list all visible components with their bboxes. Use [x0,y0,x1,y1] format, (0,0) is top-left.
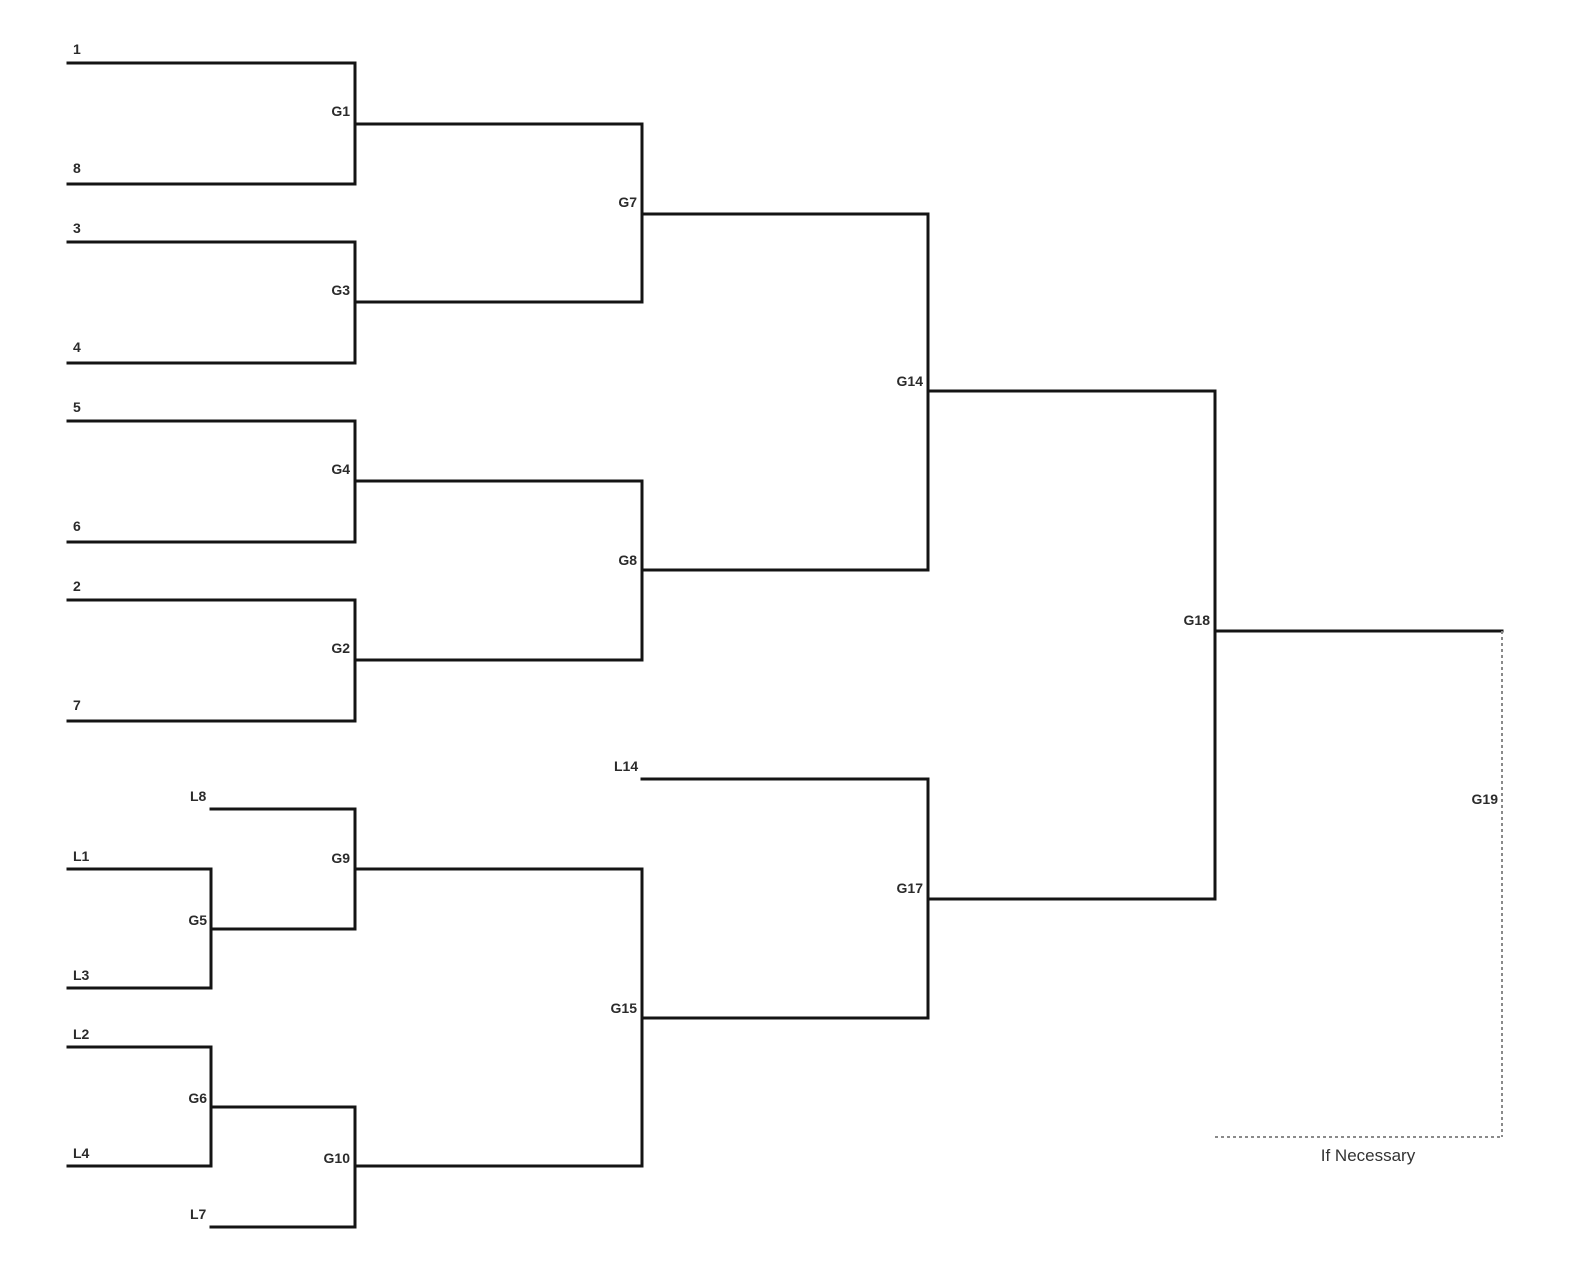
match-g6 [66,1045,213,1168]
seed-label: 7 [73,697,81,713]
game-label-g9: G9 [331,850,350,866]
game-label-g3: G3 [331,282,350,298]
game-label-g17: G17 [897,880,924,896]
game-label-g14: G14 [897,373,924,389]
match-g1 [66,61,357,186]
game-label-g8: G8 [618,552,637,568]
match-g15 [353,867,644,1168]
loser-entry-label: L4 [73,1145,90,1161]
seed-label: 6 [73,518,81,534]
loser-entry-label: L1 [73,848,90,864]
seed-label: 8 [73,160,81,176]
seed-label: 5 [73,399,81,415]
loser-entry-label: L7 [190,1206,207,1222]
game-label-g15: G15 [611,1000,638,1016]
match-g3 [66,240,357,365]
loser-entry-label: L3 [73,967,90,983]
match-g14 [640,212,930,572]
match-g8 [353,479,644,662]
loser-entry-label: L14 [614,758,638,774]
game-label-g4: G4 [331,461,350,477]
match-g2 [66,598,357,723]
seed-label: 1 [73,41,81,57]
game-label-g5: G5 [188,912,207,928]
match-g10 [209,1105,357,1229]
match-g4 [66,419,357,544]
match-g5 [66,867,213,990]
match-g9 [209,807,357,931]
seed-label: 3 [73,220,81,236]
loser-entry-label: L8 [190,788,207,804]
game-label-g18: G18 [1184,612,1211,628]
seed-label: 4 [73,339,81,355]
match-g7 [353,122,644,304]
game-label-g6: G6 [188,1090,207,1106]
game-label-g7: G7 [618,194,637,210]
match-g19-if-necessary [1215,631,1503,1138]
seed-label: 2 [73,578,81,594]
match-g17 [640,777,930,1020]
game-label-g2: G2 [331,640,350,656]
if-necessary-label: If Necessary [1321,1146,1416,1165]
game-label-g1: G1 [331,103,350,119]
match-g18 [926,389,1504,901]
game-label-g19: G19 [1472,791,1499,807]
loser-entry-label: L2 [73,1026,90,1042]
game-label-g10: G10 [324,1150,351,1166]
